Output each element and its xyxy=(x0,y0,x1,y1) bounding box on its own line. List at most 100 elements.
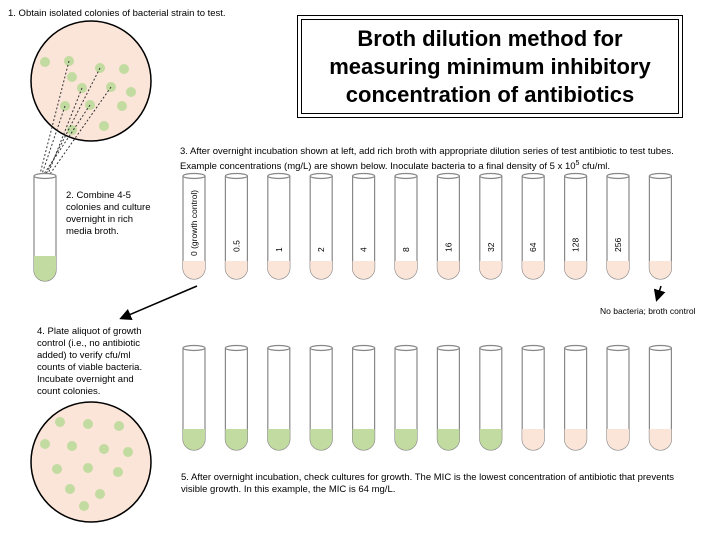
step-3-text: 3. After overnight incubation shown at l… xyxy=(180,146,674,173)
test-tube xyxy=(606,172,630,280)
tube-broth xyxy=(607,261,629,279)
test-tube xyxy=(563,344,588,451)
test-tube xyxy=(224,344,248,451)
tube-broth xyxy=(522,429,545,450)
broth-control-note: No bacteria; broth control xyxy=(600,306,696,316)
concentration-label: 0 (growth control) xyxy=(189,190,199,256)
colony xyxy=(40,439,50,449)
colony xyxy=(126,87,136,97)
test-tube xyxy=(267,344,291,451)
arrow-to-broth-note xyxy=(653,285,666,302)
test-tube xyxy=(436,344,460,451)
tube-broth xyxy=(225,429,248,450)
colony xyxy=(113,467,123,477)
concentration-label: 1 xyxy=(274,247,284,252)
test-tube xyxy=(479,172,503,280)
colony xyxy=(123,447,133,457)
starter-broth xyxy=(34,256,56,281)
concentration-label: 32 xyxy=(486,242,496,252)
concentration-label: 8 xyxy=(401,247,411,252)
page-title: Broth dilution method for measuring mini… xyxy=(329,25,651,107)
tube-broth xyxy=(352,429,375,450)
bottom-petri-dish xyxy=(30,401,152,523)
concentration-label: 64 xyxy=(528,242,538,252)
test-tube xyxy=(521,344,545,451)
tube-broth xyxy=(183,429,205,450)
concentration-label: 16 xyxy=(443,242,453,252)
tube-broth xyxy=(395,429,417,450)
top-colonies xyxy=(40,56,136,135)
title-box: Broth dilution method for measuring mini… xyxy=(301,19,679,114)
starter-tube xyxy=(33,172,57,282)
tube-broth xyxy=(395,261,417,279)
colony xyxy=(95,489,105,499)
colony xyxy=(119,64,129,74)
result-tubes xyxy=(182,344,673,451)
test-tube xyxy=(394,344,418,451)
test-tube xyxy=(182,344,206,451)
test-tube xyxy=(309,344,333,451)
tube-broth xyxy=(183,261,205,279)
step-5-text: 5. After overnight incubation, check cul… xyxy=(181,472,675,495)
arrow-to-plate xyxy=(119,285,198,320)
colony xyxy=(117,101,127,111)
tube-broth xyxy=(437,261,460,280)
test-tube xyxy=(182,172,206,280)
concentration-label: 256 xyxy=(613,238,623,252)
bottom-plate xyxy=(30,401,152,523)
colony xyxy=(67,125,77,135)
concentration-label: 4 xyxy=(359,247,369,252)
test-tube xyxy=(352,344,376,451)
tube-broth xyxy=(310,429,333,450)
step-2-text: 2. Combine 4-5 colonies and culture over… xyxy=(66,190,151,237)
tube-broth xyxy=(267,261,290,280)
test-tube xyxy=(352,172,376,280)
dilution-series-tubes: 0 (growth control) 0.5 1 2 4 8 16 32 64 128 256 xyxy=(182,172,673,280)
concentration-label: 2 xyxy=(316,247,326,252)
tube-broth xyxy=(564,429,587,450)
tube-broth xyxy=(649,429,672,450)
test-tube xyxy=(436,172,460,280)
test-tube xyxy=(479,344,503,451)
colony xyxy=(67,441,77,451)
test-tube xyxy=(224,172,248,280)
tube-broth xyxy=(352,261,375,280)
test-tube xyxy=(606,344,630,451)
bottom-colonies xyxy=(40,417,133,511)
test-tube xyxy=(309,172,333,280)
test-tube xyxy=(648,172,673,280)
tube-broth xyxy=(479,429,502,450)
tube-broth xyxy=(649,261,672,280)
tube-broth xyxy=(479,261,502,280)
colony-transfer-lines xyxy=(39,60,112,175)
colony xyxy=(52,464,62,474)
tube-broth xyxy=(437,429,460,450)
colony xyxy=(40,57,50,67)
test-tube xyxy=(267,172,291,280)
top-petri-dish xyxy=(30,20,152,142)
colony xyxy=(83,419,93,429)
colony xyxy=(114,421,124,431)
concentration-label: 0.5 xyxy=(231,240,241,252)
test-tube xyxy=(521,172,545,280)
test-tube xyxy=(563,172,588,280)
step-1-text: 1. Obtain isolated colonies of bacterial… xyxy=(8,8,226,19)
test-tube xyxy=(648,344,673,451)
colony xyxy=(99,121,109,131)
top-plate xyxy=(30,20,152,142)
tube-broth xyxy=(310,261,333,280)
tube-broth xyxy=(225,261,248,280)
tube-broth xyxy=(607,429,629,450)
colony xyxy=(65,484,75,494)
colony xyxy=(83,463,93,473)
colony xyxy=(67,72,77,82)
concentration-label: 128 xyxy=(571,238,581,252)
tube-broth xyxy=(564,261,587,280)
colony xyxy=(55,417,65,427)
colony xyxy=(99,444,109,454)
test-tube xyxy=(394,172,418,280)
tube-broth xyxy=(522,261,545,280)
step-4-text: 4. Plate aliquot of growth control (i.e.… xyxy=(37,326,143,397)
colony xyxy=(79,501,89,511)
